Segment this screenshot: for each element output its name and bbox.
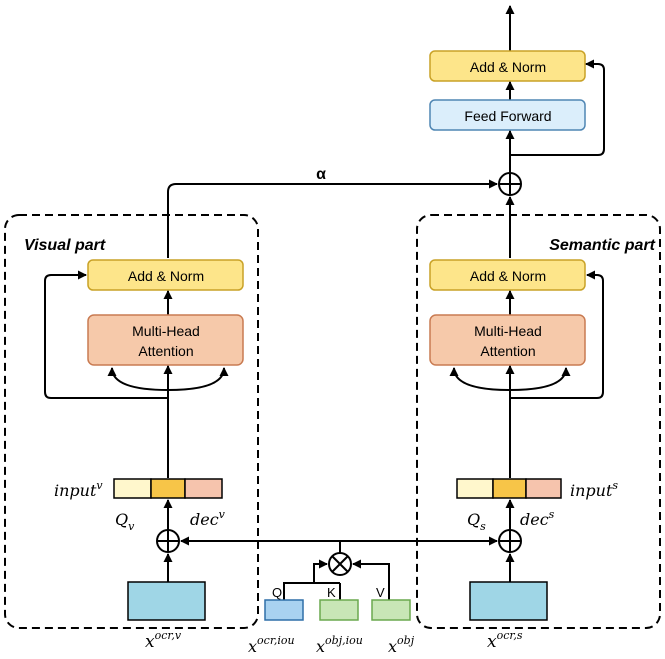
obj-sup: obj [397,634,415,647]
semantic-q-sub: s [480,520,486,533]
visual-q-sub: v [128,520,135,533]
v-connection [352,559,390,600]
semantic-input-cell-3 [525,478,562,499]
semantic-fan-right [509,367,571,391]
visual-fan-right [167,367,229,391]
semantic-ocr-feature-box [469,581,548,621]
k-box [319,599,359,621]
visual-input-sup: v [96,479,103,492]
visual-input-cell-2 [150,478,186,499]
visual-part-title: Visual part [24,237,106,254]
v-letter: V [376,585,385,600]
semantic-part-title: Semantic part [549,237,655,254]
visual-feature-sup: ocr,v [155,629,182,642]
visual-add-norm-label: Add & Norm [128,268,204,284]
visual-dec-sup: v [219,508,226,521]
obj-iou-label: xobj,iou [316,634,363,656]
q-connection [283,582,314,600]
ocr-iou-sup: ocr,iou [257,634,295,647]
semantic-dec-sup: s [549,508,555,521]
obj-iou-sup: obj,iou [325,634,363,647]
semantic-input-label: inputs [570,479,618,500]
semantic-add-norm-label: Add & Norm [470,268,546,284]
semantic-residual-connection [510,270,604,399]
visual-fan-left [107,367,169,391]
visual-dec-label: decv [190,508,226,529]
visual-input-cell-1 [113,478,152,499]
v-box [371,599,411,621]
semantic-dec-label: decs [520,508,555,529]
semantic-input-cell-1 [456,478,494,499]
visual-feature-label: xocr,v [145,629,182,652]
semantic-q-label: Qs [467,510,486,533]
ocr-iou-label: xocr,iou [248,634,295,656]
semantic-input-cell-2 [492,478,527,499]
semantic-feature-label: xocr,s [487,629,523,652]
semantic-feature-sup: ocr,s [497,629,523,642]
visual-attention-line2: Attention [138,343,193,359]
visual-input-cell-3 [184,478,223,499]
q-letter: Q [272,585,282,600]
alpha-connection [167,179,498,258]
qk-join [313,564,340,584]
semantic-attention-line1: Multi-Head [474,323,542,339]
semantic-part-container [416,214,661,629]
visual-residual-connection [44,270,168,399]
top-residual-connection [510,59,605,156]
feed-forward-label: Feed Forward [464,108,551,124]
semantic-attention-line2: Attention [480,343,535,359]
visual-q-label: Qv [115,510,135,533]
visual-attention-line1: Multi-Head [132,323,200,339]
alpha-label: α [316,166,326,183]
visual-ocr-feature-box [127,581,206,621]
q-box [264,599,304,621]
visual-part-container [4,214,259,629]
top-add-norm-label: Add & Norm [470,59,546,75]
k-letter: K [327,585,336,600]
obj-label: xobj [388,634,415,656]
semantic-fan-left [449,367,511,391]
visual-input-label: inputv [54,479,103,500]
semantic-input-sup: s [612,479,618,492]
